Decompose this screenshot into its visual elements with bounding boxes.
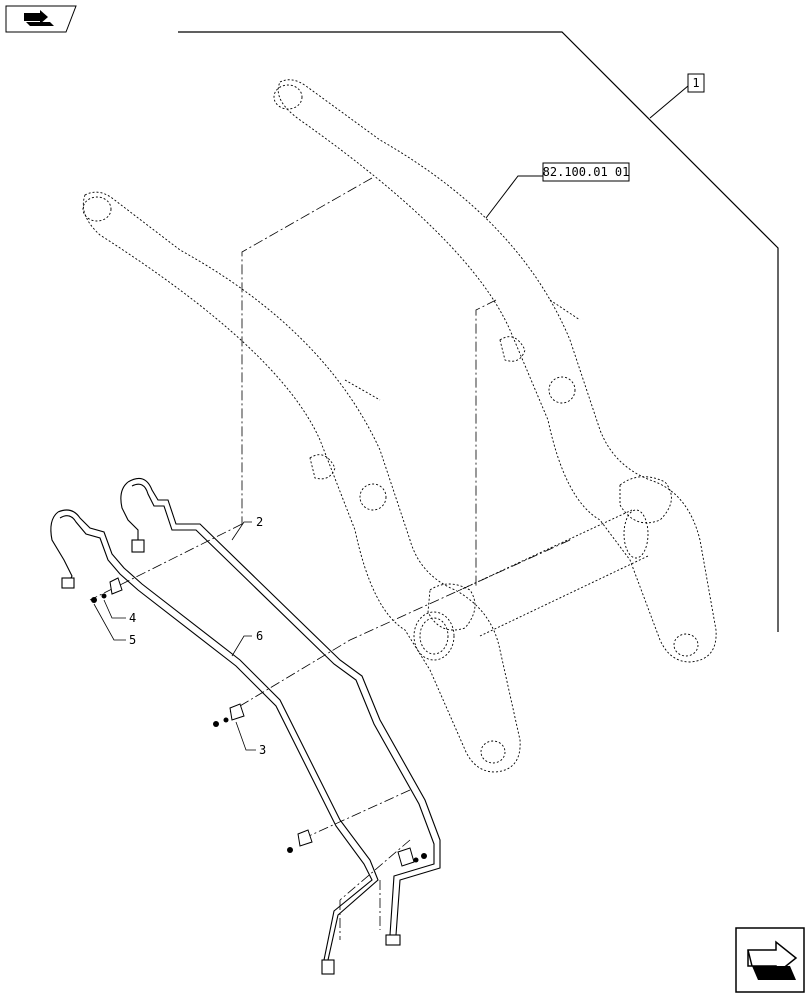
next-page-arrow-icon <box>747 940 798 980</box>
part-callout-3[interactable]: 3 <box>235 721 266 757</box>
part-label-5: 5 <box>129 633 136 647</box>
part-callout-6[interactable]: 6 <box>231 629 263 657</box>
book-arrow-icon <box>24 10 54 26</box>
assembly-ref-callout[interactable]: 82.100.01 01 <box>542 162 630 182</box>
hydraulic-tube-2[interactable] <box>120 477 441 946</box>
part-label-4: 4 <box>129 611 136 625</box>
ref-1-callout[interactable]: 1 <box>687 73 705 93</box>
fasteners <box>91 593 427 863</box>
assembly-ref-label: 82.100.01 01 <box>543 165 630 179</box>
ref-1-bracket-line <box>178 31 779 632</box>
clamp-lower-left[interactable] <box>297 829 313 847</box>
hydraulic-tube-6[interactable] <box>50 509 379 975</box>
part-callout-5[interactable]: 5 <box>93 603 136 647</box>
part-label-3: 3 <box>259 743 266 757</box>
next-page-button[interactable] <box>735 927 805 993</box>
part-callout-2[interactable]: 2 <box>231 515 263 541</box>
part-label-6: 6 <box>256 629 263 643</box>
centerlines <box>89 177 571 940</box>
part-label-2: 2 <box>256 515 263 529</box>
clamp-lower-right[interactable] <box>397 847 415 867</box>
loader-arms <box>82 79 717 773</box>
clamp-middle[interactable] <box>229 703 245 721</box>
top-nav-badge[interactable] <box>5 5 77 33</box>
part-callout-4[interactable]: 4 <box>103 599 136 625</box>
ref-1-label: 1 <box>692 76 699 90</box>
clamp-upper[interactable] <box>109 577 123 595</box>
